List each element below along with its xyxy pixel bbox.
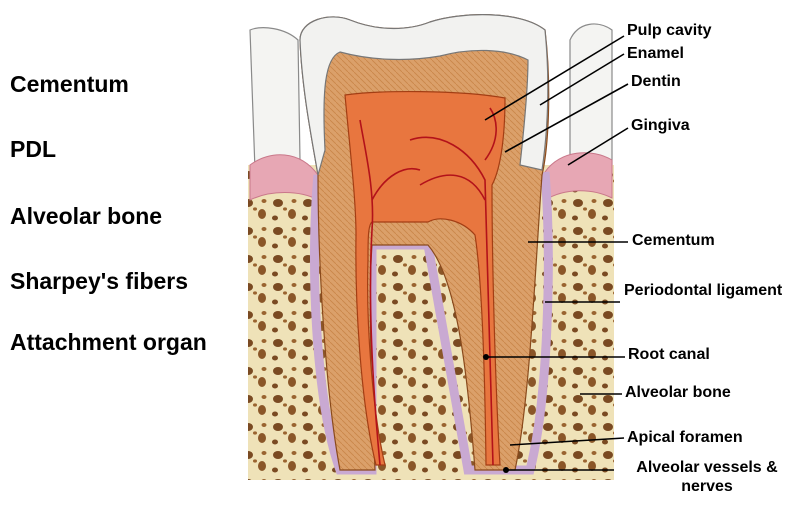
callout-gingiva: Gingiva	[631, 116, 690, 135]
neighbor-tooth-left	[250, 28, 300, 170]
callout-pulp-cavity: Pulp cavity	[627, 21, 711, 40]
callout-cementum: Cementum	[632, 231, 715, 250]
callout-apical-foramen: Apical foramen	[627, 428, 743, 447]
callout-root-canal: Root canal	[628, 345, 710, 364]
callout-enamel: Enamel	[627, 44, 684, 63]
callout-periodontal-ligament: Periodontal ligament	[624, 281, 794, 300]
callout-alveolar-bone: Alveolar bone	[625, 383, 731, 402]
callout-alveolar-vessels-nerves: Alveolar vessels & nerves	[616, 458, 798, 496]
callout-dentin: Dentin	[631, 72, 681, 91]
